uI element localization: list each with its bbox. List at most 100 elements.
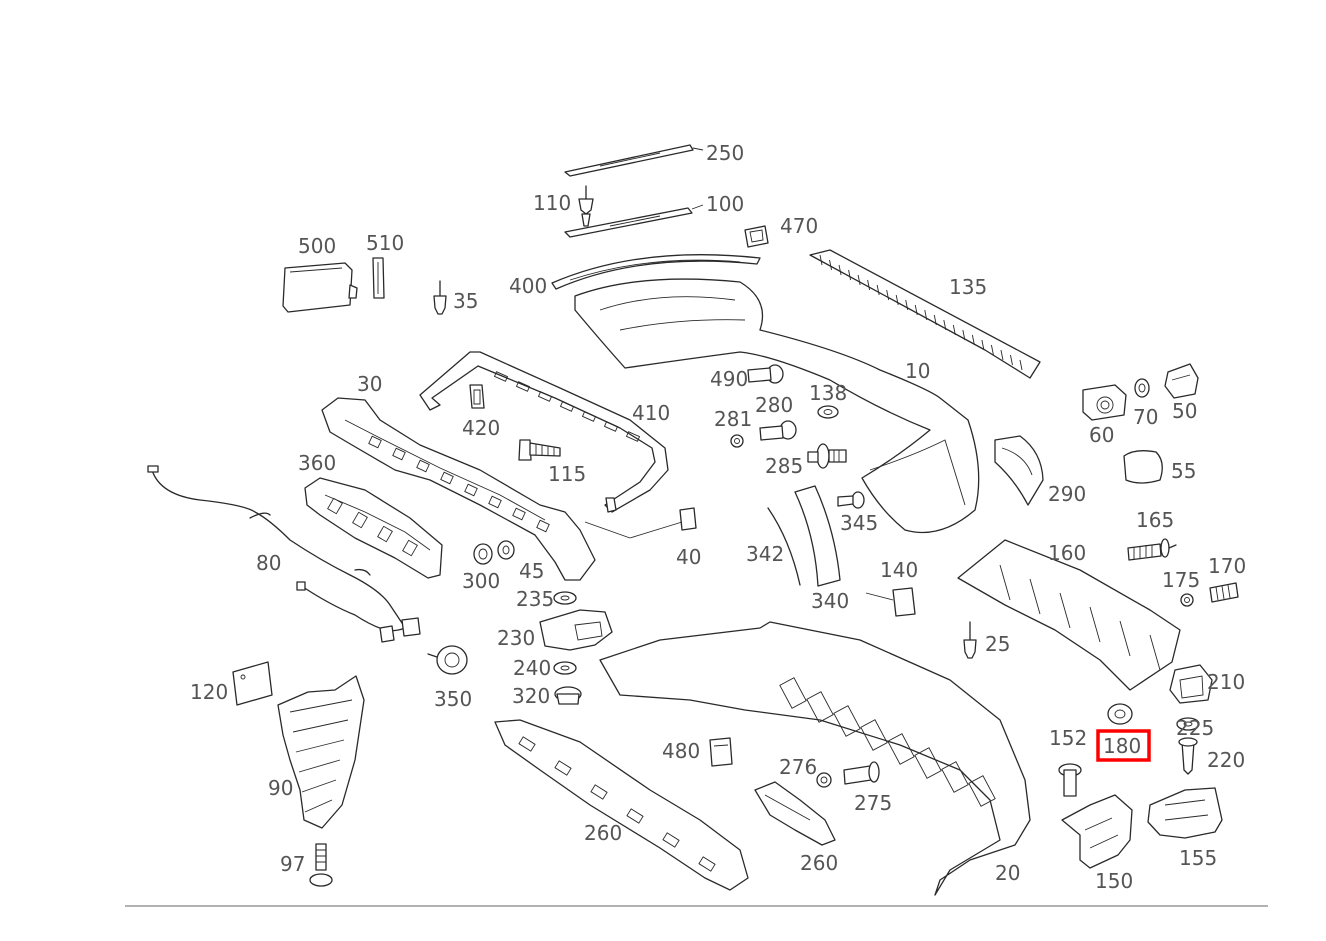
part-345-bolt[interactable]	[837, 491, 865, 509]
label-470[interactable]: 470	[780, 214, 818, 238]
part-240-washer[interactable]	[553, 661, 577, 675]
part-70-ring[interactable]	[1134, 378, 1150, 398]
label-410[interactable]: 410	[632, 401, 670, 425]
part-210-bracket	[1169, 664, 1213, 704]
label-250[interactable]: 250	[706, 141, 744, 165]
part-235-washer[interactable]	[553, 591, 577, 605]
part-170-screw[interactable]	[1209, 582, 1239, 603]
part-280-bolt[interactable]	[759, 420, 797, 441]
label-260-center[interactable]: 260	[800, 851, 838, 875]
label-80[interactable]: 80	[256, 551, 281, 575]
label-480[interactable]: 480	[662, 739, 700, 763]
label-135[interactable]: 135	[949, 275, 987, 299]
label-70[interactable]: 70	[1133, 405, 1158, 429]
part-340-moulding	[794, 485, 841, 587]
label-50[interactable]: 50	[1172, 399, 1197, 423]
label-510[interactable]: 510	[366, 231, 404, 255]
part-420-clip[interactable]	[469, 384, 485, 409]
label-345[interactable]: 345	[840, 511, 878, 535]
label-230[interactable]: 230	[497, 626, 535, 650]
label-40[interactable]: 40	[676, 545, 701, 569]
label-342[interactable]: 342	[746, 542, 784, 566]
label-30[interactable]: 30	[357, 372, 382, 396]
part-350-grommet[interactable]	[427, 645, 468, 675]
label-420[interactable]: 420	[462, 416, 500, 440]
part-500-panel	[282, 262, 358, 313]
part-110-clip[interactable]	[578, 185, 594, 227]
label-300[interactable]: 300	[462, 569, 500, 593]
label-55[interactable]: 55	[1171, 459, 1196, 483]
part-35-pin[interactable]	[433, 280, 447, 315]
part-480-clip[interactable]	[709, 737, 733, 767]
label-120[interactable]: 120	[190, 680, 228, 704]
label-260-left[interactable]: 260	[584, 821, 622, 845]
label-400[interactable]: 400	[509, 274, 547, 298]
label-60[interactable]: 60	[1089, 423, 1114, 447]
label-290[interactable]: 290	[1048, 482, 1086, 506]
part-260-left-bracket	[494, 719, 749, 891]
label-90[interactable]: 90	[268, 776, 293, 800]
label-100[interactable]: 100	[706, 192, 744, 216]
label-155[interactable]: 155	[1179, 846, 1217, 870]
part-97-bolt[interactable]	[309, 843, 333, 887]
part-25-pin[interactable]	[963, 621, 977, 659]
label-175[interactable]: 175	[1162, 568, 1200, 592]
part-60-sensor[interactable]	[1082, 384, 1127, 421]
part-115-bolt[interactable]	[518, 439, 561, 461]
part-360-bracket	[304, 477, 443, 579]
part-470-clip[interactable]	[744, 225, 769, 248]
part-152-bolt[interactable]	[1058, 763, 1082, 797]
part-285-bolt[interactable]	[807, 443, 847, 469]
part-50-holder[interactable]	[1164, 363, 1199, 399]
label-180[interactable]: 180	[1103, 734, 1141, 758]
part-225-washer[interactable]	[1176, 717, 1200, 731]
part-160-diffuser	[957, 539, 1181, 691]
label-152[interactable]: 152	[1049, 726, 1087, 750]
label-320[interactable]: 320	[512, 684, 550, 708]
label-165[interactable]: 165	[1136, 508, 1174, 532]
part-220-screw[interactable]	[1178, 737, 1198, 775]
label-115[interactable]: 115	[548, 462, 586, 486]
label-138[interactable]: 138	[809, 381, 847, 405]
part-320-cap[interactable]	[554, 686, 582, 705]
part-165-bolt[interactable]	[1127, 538, 1177, 561]
part-40-cap[interactable]	[584, 507, 697, 539]
label-235[interactable]: 235	[516, 587, 554, 611]
label-110[interactable]: 110	[533, 191, 571, 215]
label-160[interactable]: 160	[1048, 541, 1086, 565]
label-220[interactable]: 220	[1207, 748, 1245, 772]
label-350[interactable]: 350	[434, 687, 472, 711]
part-175-nut[interactable]	[1180, 593, 1194, 607]
label-285[interactable]: 285	[765, 454, 803, 478]
label-97[interactable]: 97	[280, 852, 305, 876]
label-281[interactable]: 281	[714, 407, 752, 431]
part-45-washer[interactable]	[497, 540, 515, 560]
part-275-bolt[interactable]	[843, 761, 880, 785]
part-180-cap[interactable]	[1107, 703, 1133, 725]
label-35[interactable]: 35	[453, 289, 478, 313]
part-138-washer[interactable]	[817, 405, 839, 419]
label-225[interactable]: 225	[1176, 716, 1214, 740]
part-276-nut[interactable]	[816, 772, 832, 788]
label-276[interactable]: 276	[779, 755, 817, 779]
label-280[interactable]: 280	[755, 393, 793, 417]
label-240[interactable]: 240	[513, 656, 551, 680]
part-490-bolt[interactable]	[747, 364, 784, 384]
label-340[interactable]: 340	[811, 589, 849, 613]
label-170[interactable]: 170	[1208, 554, 1246, 578]
label-150[interactable]: 150	[1095, 869, 1133, 893]
part-281-washer[interactable]	[730, 434, 744, 448]
label-20[interactable]: 20	[995, 861, 1020, 885]
label-45[interactable]: 45	[519, 559, 544, 583]
label-360[interactable]: 360	[298, 451, 336, 475]
label-275[interactable]: 275	[854, 791, 892, 815]
part-410-frame	[419, 351, 669, 513]
label-210[interactable]: 210	[1207, 670, 1245, 694]
label-490[interactable]: 490	[710, 367, 748, 391]
label-500[interactable]: 500	[298, 234, 336, 258]
label-140[interactable]: 140	[880, 558, 918, 582]
part-140-cap[interactable]	[865, 587, 916, 617]
label-25[interactable]: 25	[985, 632, 1010, 656]
part-300-grommet[interactable]	[473, 543, 493, 565]
label-10[interactable]: 10	[905, 359, 930, 383]
